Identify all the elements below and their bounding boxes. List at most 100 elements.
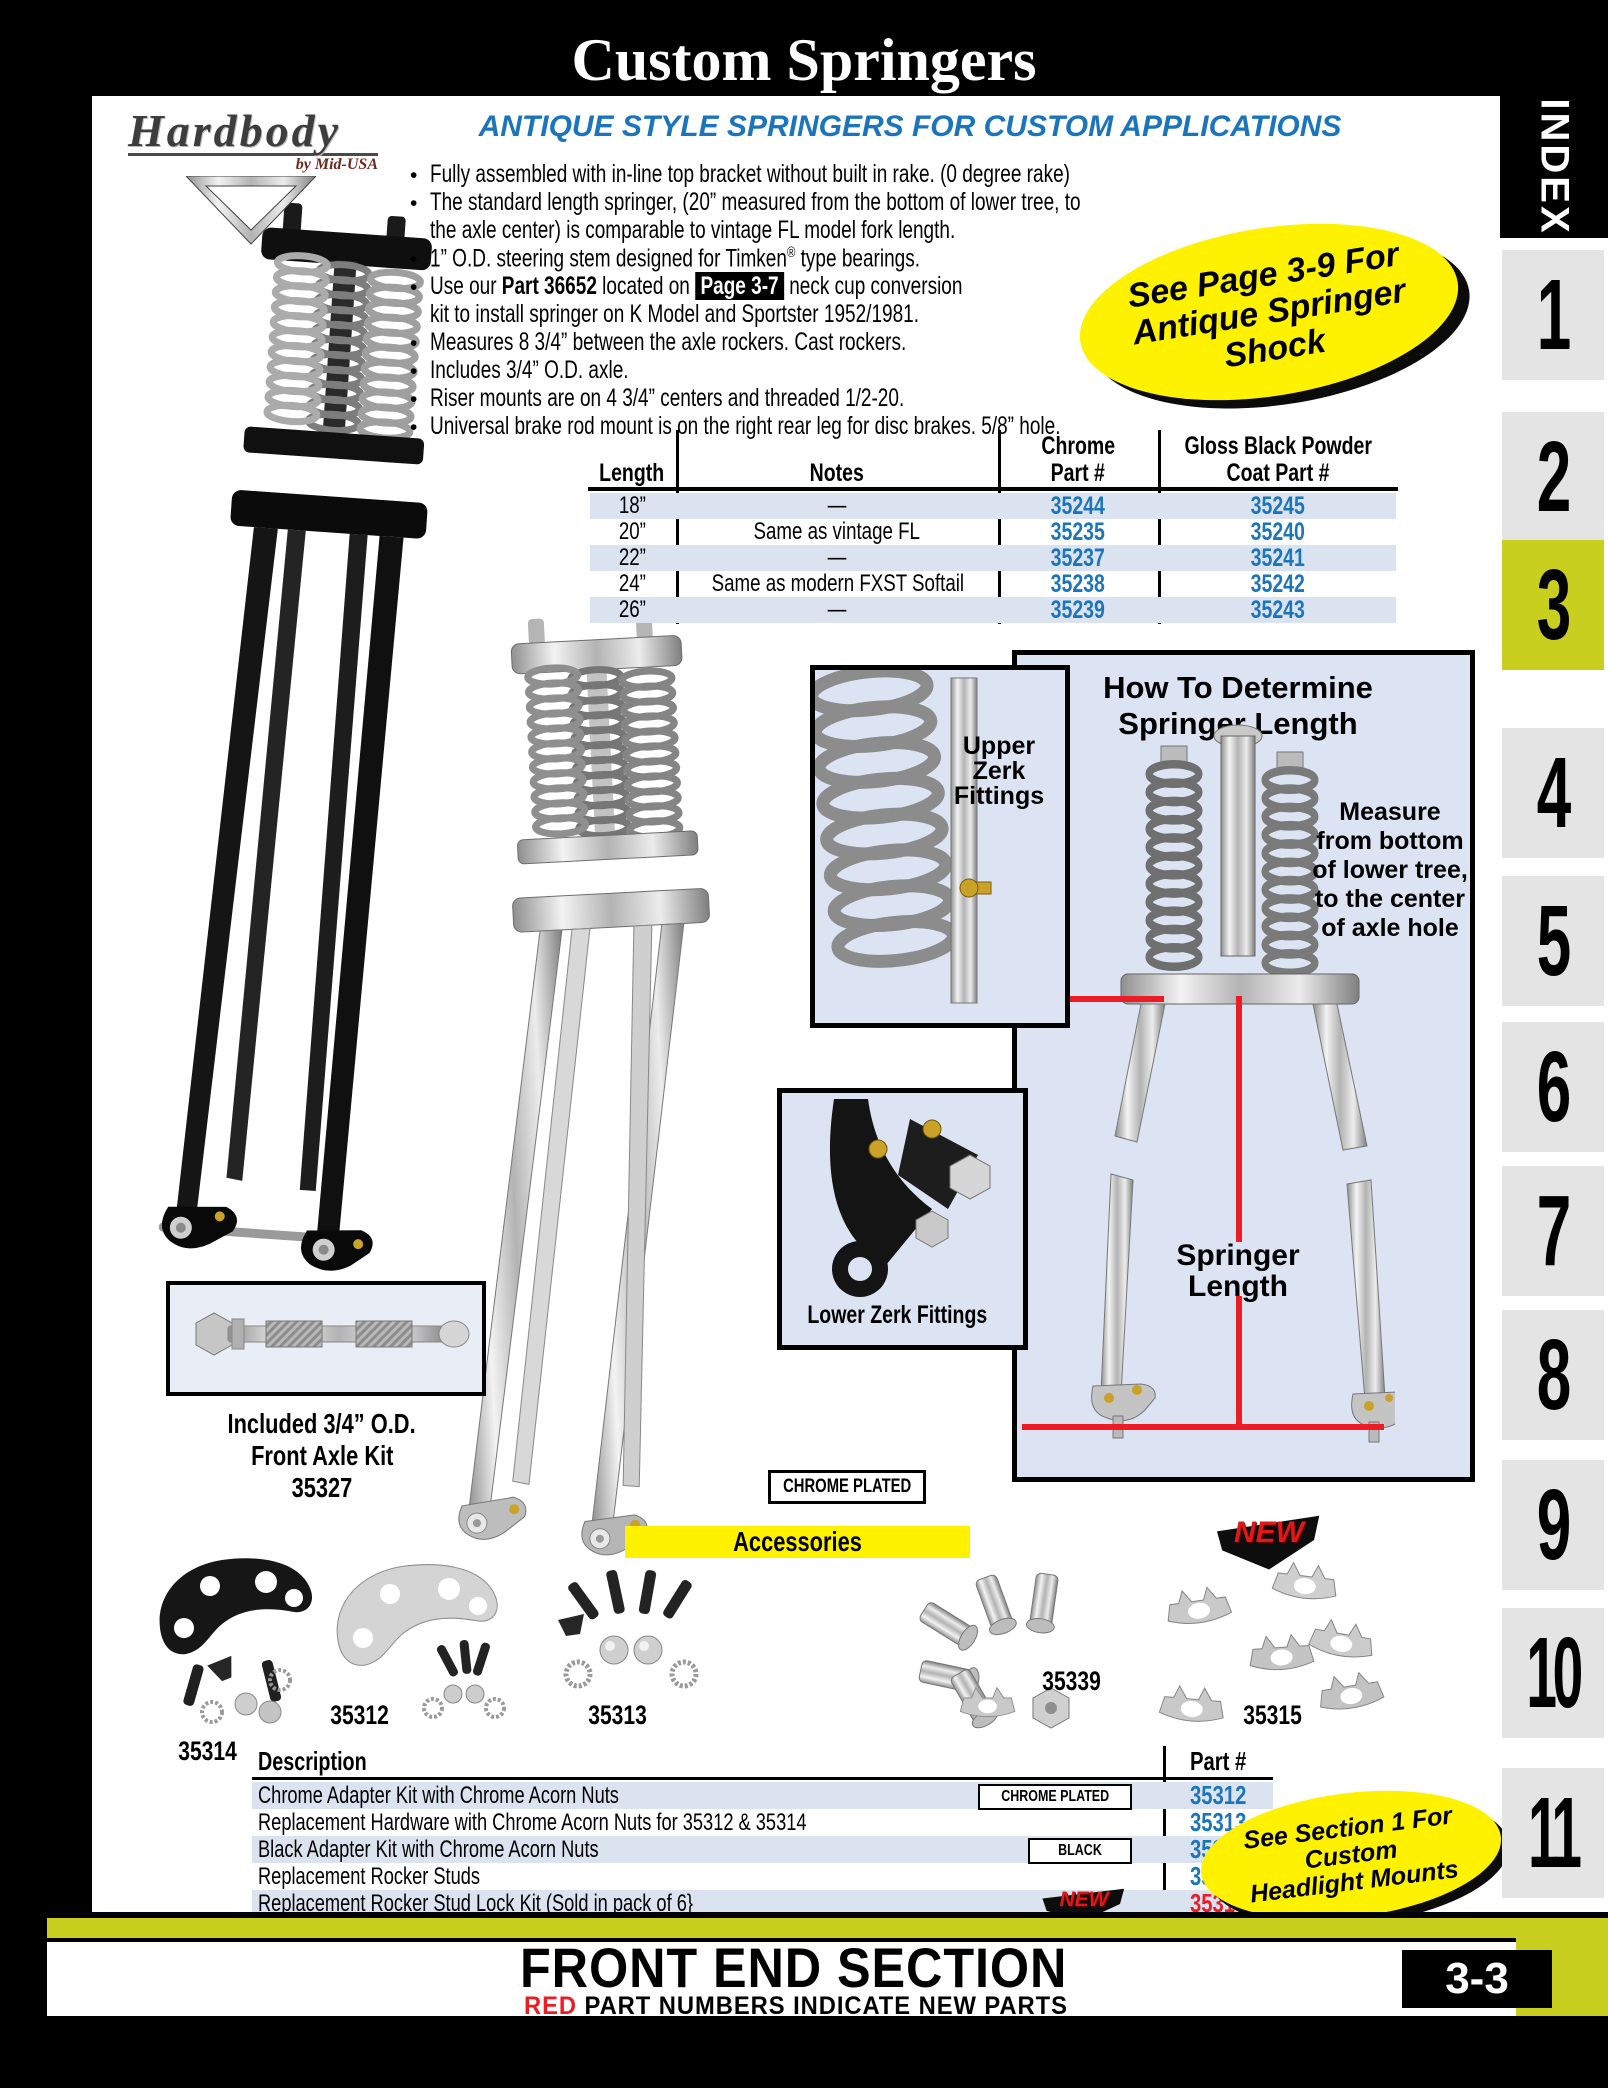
howto-springer-photo [1091, 724, 1395, 1443]
spec-cell: 35243 [1250, 596, 1306, 624]
upper-zerk-line3: Fittings [953, 782, 1045, 810]
spec-divider-3 [1158, 430, 1161, 624]
spec-col-header-chrome-1: Chrome [1041, 432, 1115, 460]
spec-cell: 35245 [1250, 492, 1306, 520]
page-number-badge: 3-3 [1402, 1950, 1552, 2008]
footer-top-rule [47, 1912, 1608, 1918]
spec-cell: 26” [618, 596, 646, 623]
parts-desc-header: Description [258, 1746, 367, 1776]
spec-cell: 35238 [1050, 570, 1106, 598]
new-badge-burst [1217, 1515, 1320, 1570]
spec-cell: 35235 [1050, 518, 1106, 546]
footer-note-rest: PART NUMBERS INDICATE NEW PARTS [577, 1992, 1068, 2020]
springer-length-label: Springer Length [1128, 1240, 1348, 1302]
howto-title-line1: How To Determine [1103, 670, 1373, 705]
measure-line-bottom [1022, 1424, 1384, 1430]
parts-desc-cell: Replacement Hardware with Chrome Acorn N… [258, 1809, 807, 1836]
page-number-text: 3-3 [1445, 1954, 1509, 2003]
new-badge-large: NEW [1217, 1508, 1321, 1572]
sidebar-tab-1: 1 [1502, 250, 1604, 380]
parts-divider [1163, 1746, 1166, 1917]
parts-desc-cell: Black Adapter Kit with Chrome Acorn Nuts [258, 1836, 599, 1863]
spec-cell: 35239 [1050, 596, 1106, 624]
spec-cell: — [827, 544, 847, 571]
spec-header-rule [588, 487, 1398, 491]
brand-logo-rule [128, 153, 378, 156]
footer-thin-rule [47, 1938, 1516, 1942]
bullet-line: •Includes 3/4” O.D. axle. [410, 356, 629, 384]
spec-cell: Same as modern FXST Softail [711, 570, 965, 597]
page-title: Custom Springers [0, 26, 1608, 95]
measure-line-top [1022, 996, 1164, 1002]
sidebar-tab-11: 11 [1502, 1768, 1604, 1898]
parts-desc-cell: Replacement Rocker Stud Lock Kit (Sold i… [258, 1890, 693, 1917]
upper-zerk-photo [805, 664, 992, 1004]
spec-col-header-notes: Notes [809, 459, 865, 487]
spec-col-header-black-2: Coat Part # [1226, 459, 1330, 487]
sidebar-index-tab: INDEX [1500, 96, 1608, 238]
spec-table: Chrome Part # Gloss Black Powder Coat Pa… [588, 430, 1398, 626]
sidebar-tab-5: 5 [1502, 876, 1604, 1006]
spec-row-shade [590, 597, 1396, 623]
upper-zerk-line2: Zerk [972, 757, 1026, 785]
chrome-plated-row-badge: CHROME PLATED [978, 1784, 1132, 1810]
spec-divider-1 [676, 430, 679, 624]
bullet-dot: • [410, 332, 418, 355]
lower-zerk-box: Lower Zerk Fittings [777, 1088, 1028, 1350]
spec-cell: Same as vintage FL [753, 518, 921, 545]
parts-part-header: Part # [1189, 1746, 1247, 1776]
footer-title: FRONT END SECTION [520, 1936, 1068, 1999]
black-springer-photo [158, 202, 432, 1271]
top-band [0, 0, 1608, 96]
page-title-text: Custom Springers [571, 27, 1037, 93]
accessory-label-35313: 35313 [588, 1700, 648, 1730]
spec-row-shade [590, 545, 1396, 571]
measure-line-vertical-upper [1236, 996, 1242, 1242]
spec-cell: — [827, 492, 847, 519]
sidebar-index-label: INDEX [1532, 98, 1577, 236]
brand-logo-chevron [184, 175, 318, 245]
bullet-dot: • [410, 416, 418, 439]
accessory-photo-35312 [336, 1564, 506, 1719]
measure-note: Measure from bottom of lower tree, to th… [1312, 798, 1468, 942]
section-heading: ANTIQUE STYLE SPRINGERS FOR CUSTOM APPLI… [420, 110, 1400, 144]
sidebar-tab-10: 10 [1502, 1608, 1604, 1738]
bullet-line: •The standard length springer, (20” meas… [410, 188, 1081, 216]
accessory-photo-35313 [558, 1569, 699, 1689]
brand-logo: Hardbody by Mid-USA [128, 104, 418, 264]
brand-logo-name: Hardbody [128, 105, 342, 156]
spec-cell: 24” [618, 570, 646, 597]
bullet-line: •Measures 8 3/4” between the axle rocker… [410, 328, 907, 356]
axle-kit-photo [195, 1312, 470, 1356]
footer-chartreuse-strip [47, 1918, 1608, 1938]
chrome-plated-badge: CHROME PLATED [768, 1470, 926, 1504]
spec-col-header-black-1: Gloss Black Powder [1184, 432, 1372, 460]
black-row-badge: BLACK [1028, 1838, 1132, 1864]
bullet-line: •Use our Part 36652 located on Page 3-7 … [410, 272, 963, 300]
sidebar-tab-3: 3 [1502, 540, 1604, 670]
spec-divider-2 [998, 430, 1001, 624]
lower-zerk-photo [829, 1099, 991, 1297]
sidebar-tab-4: 4 [1502, 728, 1604, 858]
sidebar-tab-7: 7 [1502, 1166, 1604, 1296]
axle-kit-caption: Included 3/4” O.D. Front Axle Kit 35327 [227, 1408, 417, 1503]
spec-cell: 35240 [1250, 518, 1306, 546]
footer-band [47, 1942, 1516, 2016]
spec-col-header-chrome-2: Part # [1050, 459, 1106, 487]
sidebar-tab-8: 8 [1502, 1310, 1604, 1440]
upper-zerk-box: Upper Zerk Fittings [805, 664, 1070, 1028]
parts-table-row: Black Adapter Kit with Chrome Acorn Nuts… [252, 1836, 1273, 1864]
sidebar-tab-6: 6 [1502, 1022, 1604, 1152]
bullet-line: •Universal brake rod mount is on the rig… [410, 412, 1061, 440]
footer-note-red: RED [524, 1992, 578, 2020]
parts-header-rule [252, 1777, 1273, 1780]
feature-bullet-list: •Fully assembled with in-line top bracke… [410, 160, 1130, 440]
parts-desc-cell: Replacement Rocker Studs [258, 1863, 481, 1890]
bullet-dot: • [410, 164, 418, 187]
accessory-photo-35339 [916, 1571, 1070, 1733]
upper-zerk-line1: Upper [962, 732, 1036, 760]
bullet-dot: • [410, 192, 418, 215]
bullet-dot: • [410, 360, 418, 383]
parts-table: Description Part # Chrome Adapter Kit wi… [252, 1746, 1273, 1921]
spec-cell: — [827, 596, 847, 623]
